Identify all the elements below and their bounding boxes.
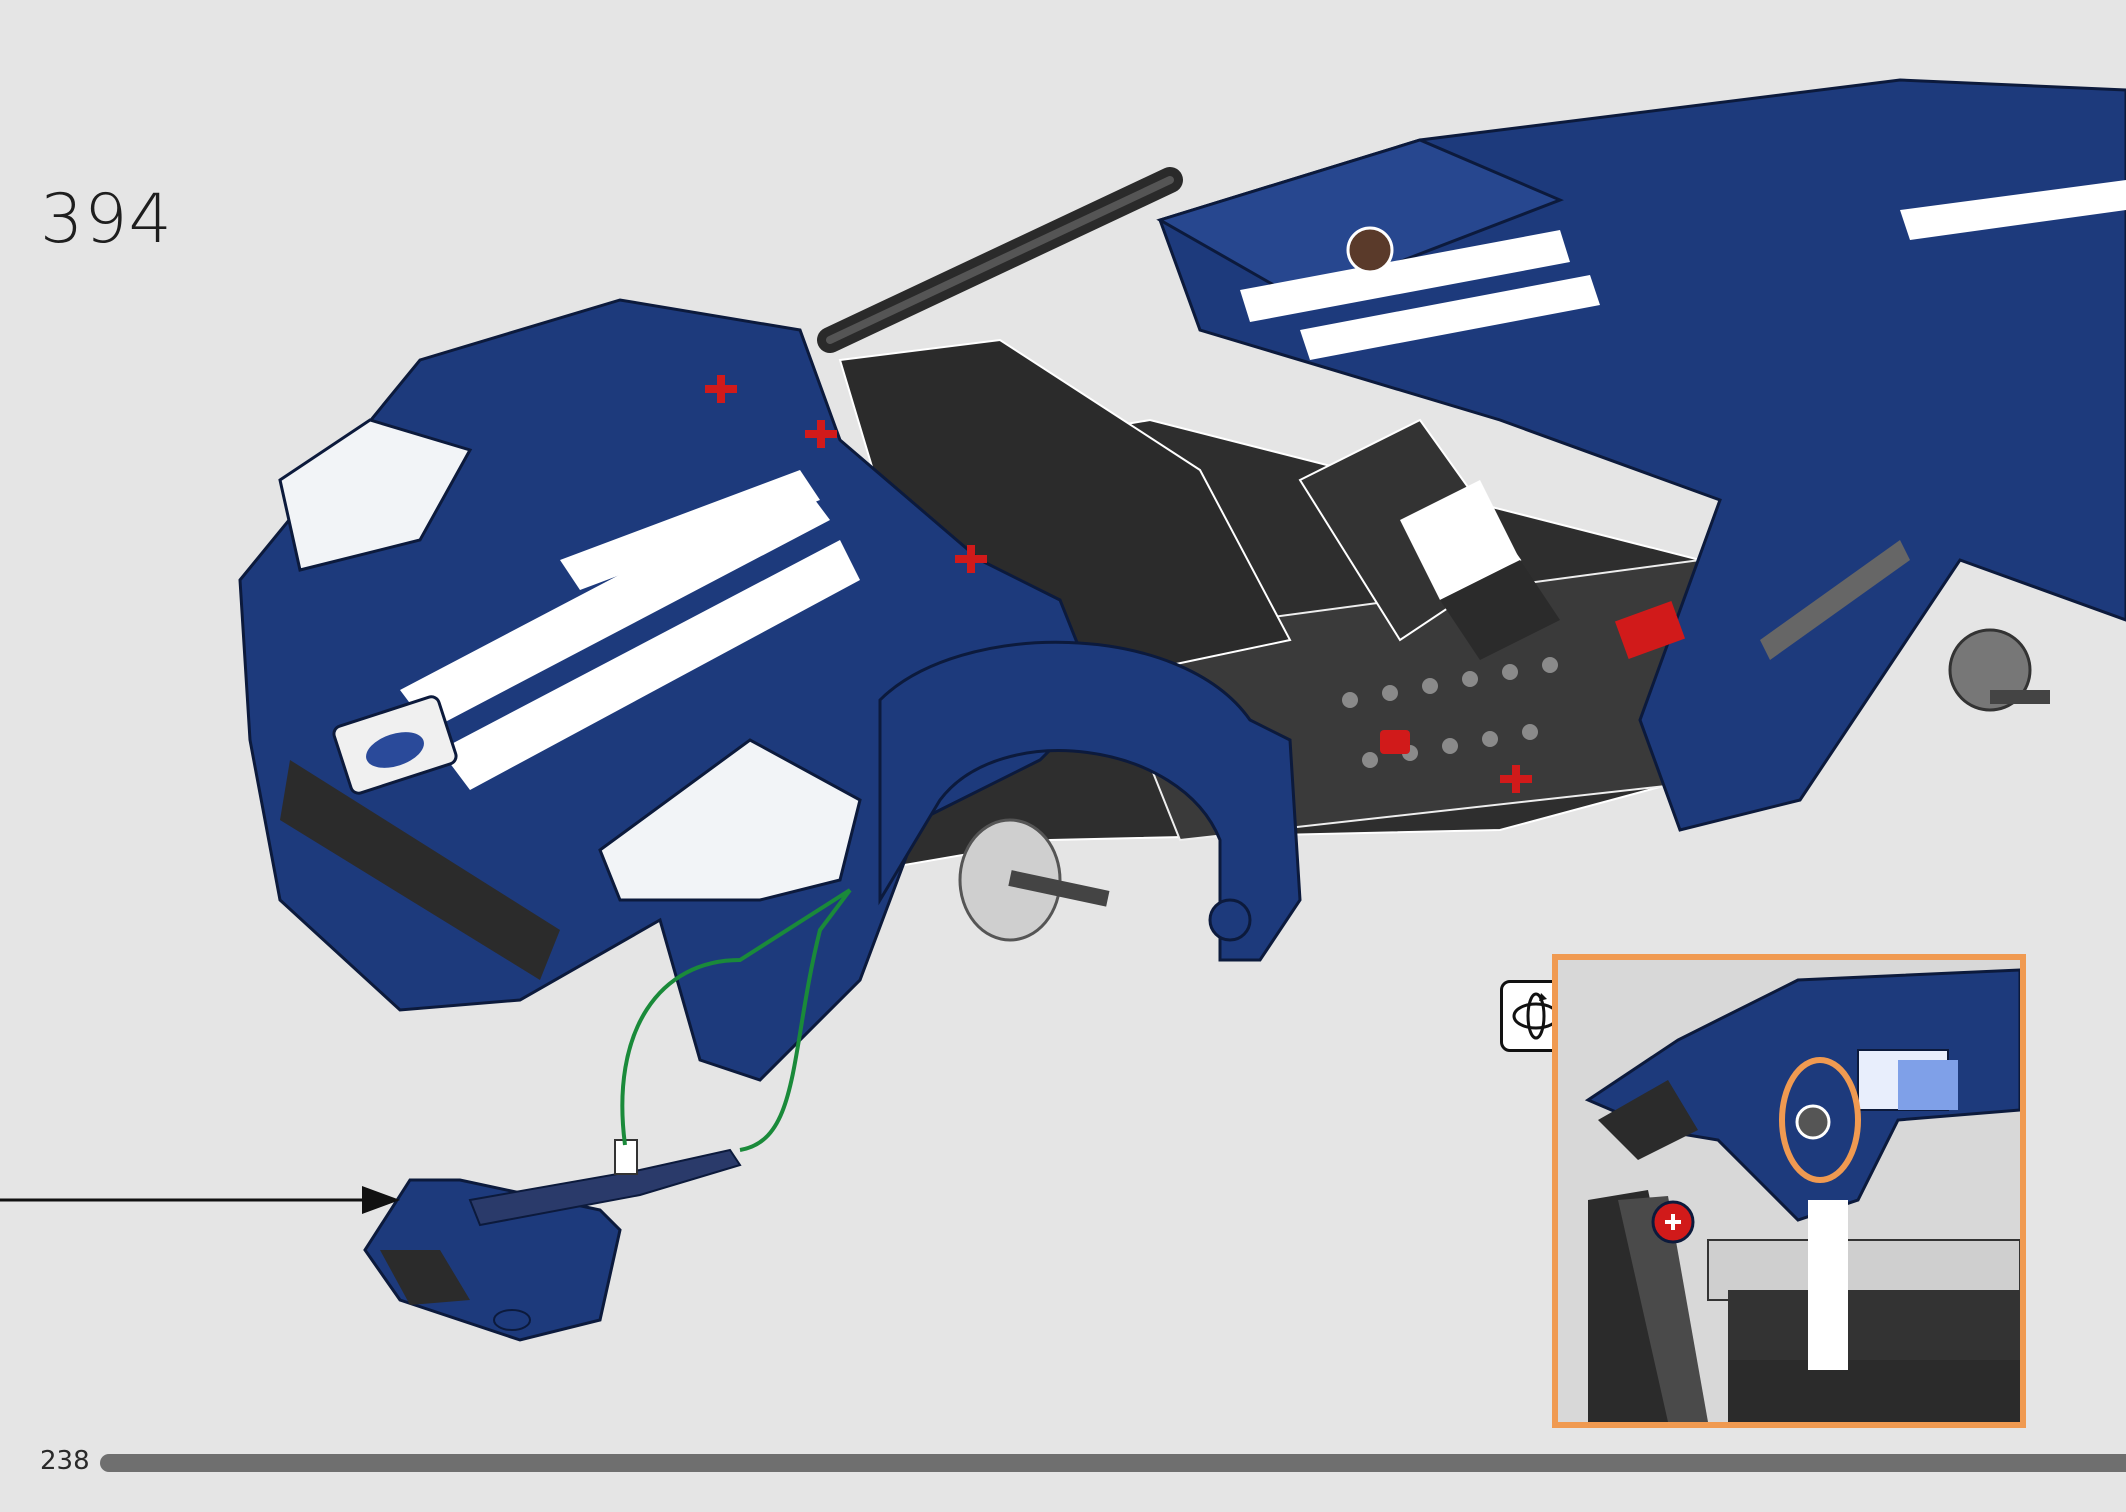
engine-block bbox=[838, 338, 1686, 682]
detail-callout bbox=[1552, 954, 2026, 1428]
rear-body bbox=[1156, 78, 2126, 832]
assembly-guide-lines bbox=[620, 888, 852, 1152]
progress-bar bbox=[100, 1454, 2126, 1472]
steering-shaft bbox=[817, 167, 1394, 353]
highlight-ring bbox=[1779, 1057, 1861, 1183]
step-number: 394 bbox=[40, 180, 173, 259]
detail-callout-illustration bbox=[1584, 968, 2020, 1422]
placement-arrow bbox=[0, 1186, 400, 1214]
front-fender bbox=[878, 640, 1302, 962]
red-connectors bbox=[705, 375, 1532, 793]
new-part bbox=[363, 1139, 742, 1342]
front-body bbox=[238, 298, 1102, 1082]
page-number: 238 bbox=[40, 1446, 90, 1476]
